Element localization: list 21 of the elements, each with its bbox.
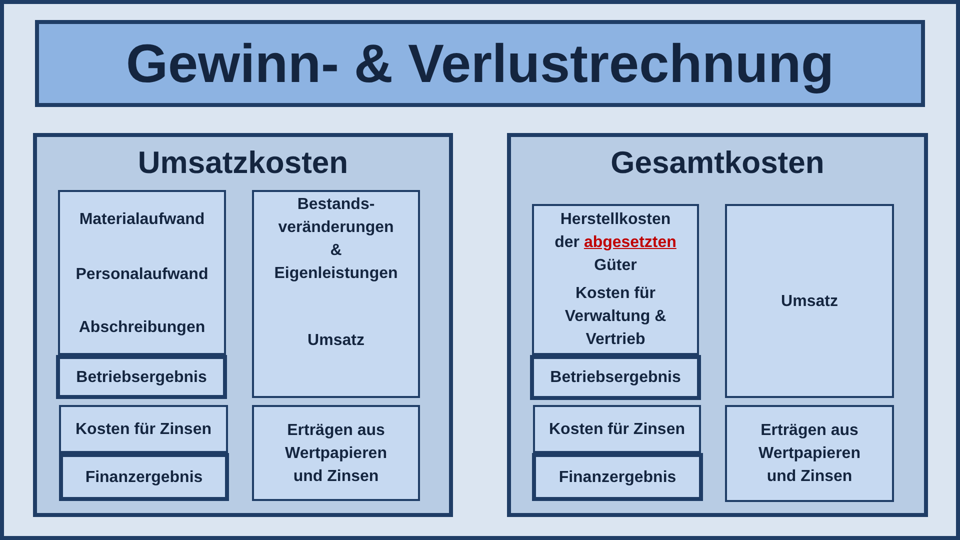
account-box: Erträgen aus Wertpapieren und Zinsen [725,405,894,502]
panel-heading: Gesamtkosten [610,145,824,181]
account-box: Umsatz [725,204,894,398]
account-box: Abschreibungen [58,302,226,355]
account-box: Kosten für Zinsen [59,405,228,453]
title-banner: Gewinn- & Verlustrechnung [35,20,925,107]
method-panel [33,133,453,517]
account-box: Kosten für Zinsen [533,405,701,453]
account-box: Erträgen aus Wertpapieren und Zinsen [252,405,420,501]
panel-heading: Umsatzkosten [138,145,348,181]
result-box: Betriebsergebnis [530,355,701,400]
account-box: Personalaufwand [58,246,226,304]
account-box: Kosten für Verwaltung & Vertrieb [532,279,699,355]
result-box: Finanzergebnis [59,453,229,501]
account-box: Herstellkosten der abgesetzten Güter [532,204,699,281]
result-box: Finanzergebnis [532,453,703,501]
method-panel [507,133,928,517]
account-box: Materialaufwand [58,190,226,248]
account-box: Umsatz [252,285,420,398]
account-box: Bestands- veränderungen & Eigenleistungen [252,190,420,287]
result-box: Betriebsergebnis [56,355,227,399]
